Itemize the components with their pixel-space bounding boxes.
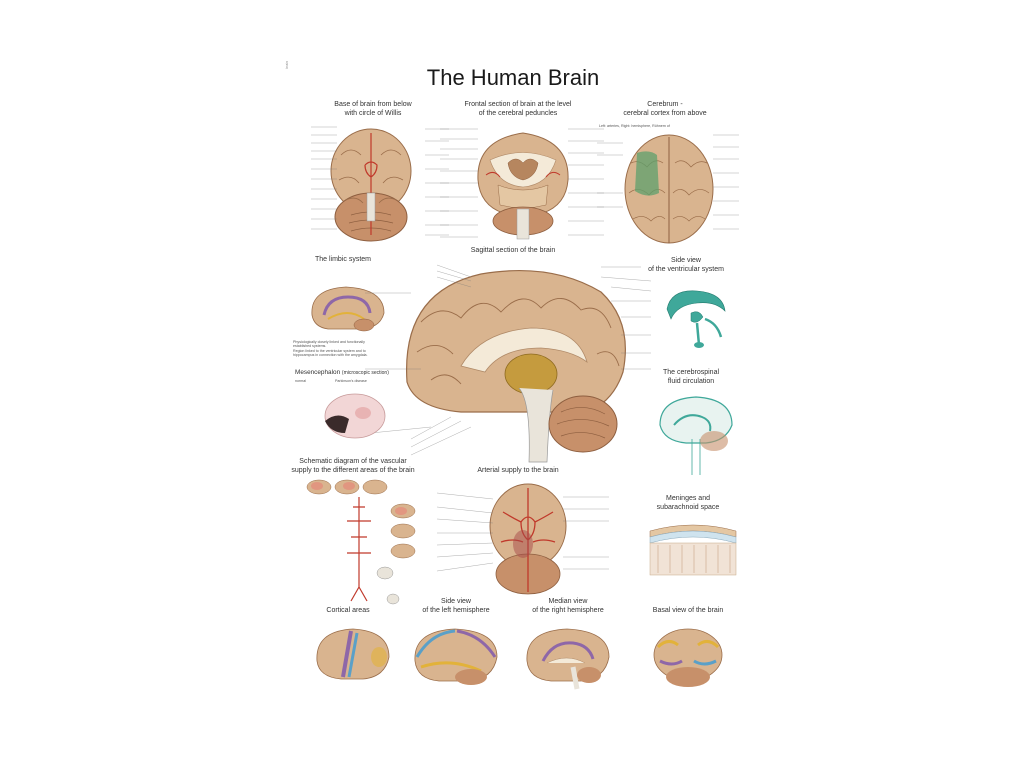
ventricles-illustration (666, 290, 726, 348)
basal-view-illustration (653, 628, 723, 687)
median-view-illustration (526, 628, 610, 690)
meninges-illustration (649, 524, 737, 576)
caption-sagittal: Sagittal section of the brain (470, 247, 556, 254)
base-of-brain-illustration (330, 128, 412, 242)
left-hemisphere-illustration (414, 628, 498, 685)
publisher-tag: brain (285, 61, 289, 69)
poster-title: The Human Brain (426, 65, 600, 90)
caption-cerebrum: Cerebrum - cerebral cortex from above (623, 101, 707, 117)
cerebrum-top-illustration (624, 134, 714, 244)
caption-base-of-brain: Base of brain from below with circle of … (334, 101, 412, 117)
mesencephalon-illustration (324, 393, 386, 439)
base-of-brain-leaders (311, 126, 449, 236)
mesencephalon-left-label: normal (295, 379, 306, 383)
caption-median-view: Median view of the right hemisphere (532, 598, 604, 614)
arterial-supply-leaders (436, 492, 609, 572)
caption-meninges: Meninges and subarachnoid space (656, 495, 720, 511)
vascular-diagram-illustration (306, 479, 416, 605)
cortical-areas-illustration (316, 628, 390, 680)
csf-illustration (659, 396, 733, 475)
caption-frontal-section: Frontal section of brain at the level of… (464, 101, 572, 117)
cerebrum-top-leaders (597, 134, 739, 230)
frontal-section-leaders (440, 128, 604, 238)
caption-left-hemisphere: Side view of the left hemisphere (422, 598, 490, 614)
caption-cortical: Cortical areas (326, 607, 370, 614)
caption-basal-view: Basal view of the brain (652, 607, 724, 614)
limbic-note: Physiologically closely linked and funct… (293, 340, 368, 358)
limbic-illustration (311, 286, 385, 332)
cerebrum-note: Left: arteries, Right: hemisphere, Rühne… (599, 124, 670, 128)
caption-limbic: The limbic system (314, 256, 371, 263)
sagittal-leaders (365, 264, 652, 456)
mesencephalon-right-label: Parkinson's disease (335, 379, 367, 383)
sagittal-illustration (405, 270, 626, 463)
caption-csf: The cerebrospinal fluid circulation (662, 369, 720, 385)
caption-arterial: Arterial supply to the brain (477, 467, 559, 474)
arterial-supply-illustration (489, 483, 567, 595)
caption-ventricles: Side view of the ventricular system (648, 257, 724, 273)
caption-mesencephalon: Mesencephalon (microscopic section) (295, 369, 389, 376)
caption-vascular: Schematic diagram of the vascular supply… (291, 458, 415, 474)
frontal-section-illustration (477, 132, 569, 240)
poster: The Human Brain brain Base of brain from… (283, 57, 743, 717)
